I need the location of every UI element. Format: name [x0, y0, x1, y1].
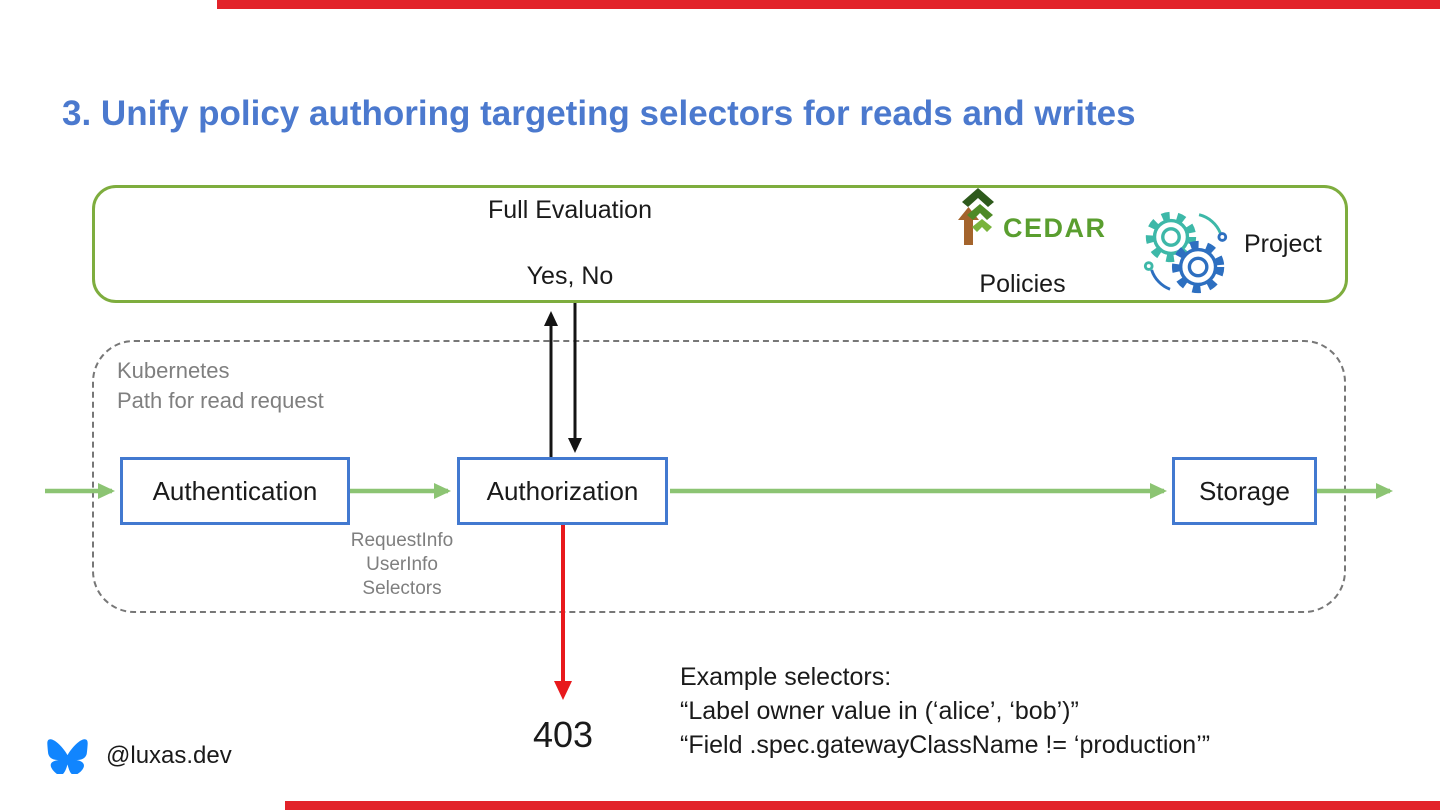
request-detail-line: Selectors: [362, 578, 442, 599]
kubernetes-title: Kubernetes: [117, 358, 230, 383]
kubernetes-box: [92, 340, 1346, 613]
storage-node: Storage: [1172, 457, 1317, 525]
gears-icon: [1143, 211, 1228, 294]
authorization-node: Authorization: [457, 457, 668, 525]
request-detail-line: RequestInfo: [350, 530, 454, 551]
yes-no-label: Yes, No: [526, 262, 614, 290]
example-selectors-heading: Example selectors:: [680, 663, 892, 691]
full-evaluation-label: Full Evaluation: [488, 196, 652, 224]
storage-label: Storage: [1198, 475, 1291, 506]
project-label: Project: [1244, 230, 1322, 258]
bluesky-icon: [47, 739, 88, 774]
gear-teal: [1145, 211, 1197, 263]
deny-status: 403: [532, 714, 594, 755]
bottom-accent-bar: [285, 801, 1440, 810]
page-title: 3. Unify policy authoring targeting sele…: [62, 94, 1136, 133]
request-detail-line: UserInfo: [366, 554, 438, 575]
authentication-node: Authentication: [120, 457, 350, 525]
example-selector-1: “Label owner value in (‘alice’, ‘bob’)”: [680, 697, 1079, 725]
gear-blue: [1171, 240, 1225, 294]
cedar-tree-icon: [958, 188, 994, 245]
example-selector-2: “Field .spec.gatewayClassName != ‘produc…: [680, 731, 1211, 759]
request-details: RequestInfo UserInfo Selectors: [312, 529, 492, 601]
authorization-label: Authorization: [486, 475, 639, 506]
authentication-label: Authentication: [152, 475, 318, 506]
policies-label: Policies: [979, 270, 1066, 298]
kubernetes-subtitle: Path for read request: [117, 388, 324, 413]
cedar-wordmark: CEDAR: [1003, 213, 1107, 243]
evaluation-box: [92, 185, 1348, 303]
example-selectors: Example selectors: “Label owner value in…: [680, 660, 1400, 762]
social-handle: @luxas.dev: [106, 742, 232, 769]
kubernetes-label: Kubernetes Path for read request: [117, 356, 324, 416]
top-accent-bar: [217, 0, 1440, 9]
